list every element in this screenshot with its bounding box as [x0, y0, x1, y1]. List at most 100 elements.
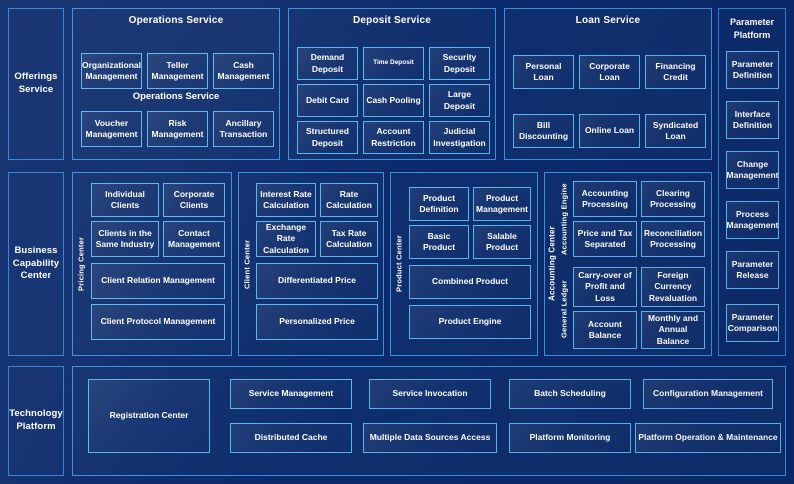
card-client-relation-management[interactable]: Client Relation Management: [91, 263, 225, 299]
card-judicial-investigation[interactable]: Judicial Investigation: [429, 121, 490, 154]
card-label: Product Definition: [419, 192, 459, 214]
card-basic-product[interactable]: Basic Product: [409, 225, 469, 259]
card-personal-loan[interactable]: Personal Loan: [513, 55, 574, 89]
card-price-and-tax-separated[interactable]: Price and Tax Separated: [573, 221, 637, 257]
group-client-center[interactable]: Client Center Interest Rate Calculation …: [238, 172, 384, 356]
card-account-balance[interactable]: Account Balance: [573, 311, 637, 349]
card-syndicated-loan[interactable]: Syndicated Loan: [645, 114, 706, 148]
card-label: Interest Rate Calculation: [260, 188, 312, 210]
card-clearing-processing[interactable]: Clearing Processing: [641, 181, 705, 217]
group-operations-service[interactable]: Operations Service Organizational Manage…: [72, 8, 280, 160]
card-label: Clients in the Same Industry: [95, 227, 155, 249]
card-organizational-management[interactable]: Organizational Management: [81, 53, 142, 89]
card-label: Multiple Data Sources Access: [369, 432, 491, 443]
card-parameter-comparison[interactable]: Parameter Comparison: [726, 304, 779, 342]
panel-parameter-platform[interactable]: Parameter Platform Parameter Definition …: [718, 8, 786, 356]
card-product-management[interactable]: Product Management: [473, 187, 531, 221]
card-corporate-clients[interactable]: Corporate Clients: [163, 183, 225, 217]
card-contact-management[interactable]: Contact Management: [163, 221, 225, 257]
card-large-deposit[interactable]: Large Deposit: [429, 84, 490, 117]
group-accounting-center[interactable]: Accounting Center Accounting Engine Gene…: [544, 172, 712, 356]
card-teller-management[interactable]: Teller Management: [147, 53, 208, 89]
row-label-technology-platform[interactable]: Technology Platform: [8, 366, 64, 476]
card-security-deposit[interactable]: Security Deposit: [429, 47, 490, 80]
group-deposit-service[interactable]: Deposit Service Demand Deposit Time Depo…: [288, 8, 496, 160]
row-label-offerings-service[interactable]: Offerings Service: [8, 8, 64, 160]
card-combined-product[interactable]: Combined Product: [409, 265, 531, 299]
card-label: Rate Calculation: [326, 188, 372, 210]
card-multiple-data-sources-access[interactable]: Multiple Data Sources Access: [363, 423, 497, 453]
card-corporate-loan[interactable]: Corporate Loan: [579, 55, 640, 89]
card-label: Judicial Investigation: [433, 126, 486, 148]
group-pricing-center[interactable]: Pricing Center Individual Clients Corpor…: [72, 172, 232, 356]
card-salable-product[interactable]: Salable Product: [473, 225, 531, 259]
card-label: Individual Clients: [105, 188, 145, 210]
card-label: Contact Management: [168, 227, 220, 249]
card-debit-card[interactable]: Debit Card: [297, 84, 358, 117]
card-label: Process Management: [726, 208, 779, 230]
card-accounting-processing[interactable]: Accounting Processing: [573, 181, 637, 217]
card-label: Configuration Management: [652, 388, 764, 399]
card-label: Product Management: [476, 192, 528, 214]
card-service-management[interactable]: Service Management: [230, 379, 352, 409]
card-voucher-management[interactable]: Voucher Management: [81, 111, 142, 147]
row-label-text: Technology Platform: [9, 408, 63, 432]
group-title-loan-service: Loan Service: [575, 15, 641, 26]
card-product-definition[interactable]: Product Definition: [409, 187, 469, 221]
card-label: Client Protocol Management: [100, 316, 216, 327]
card-configuration-management[interactable]: Configuration Management: [643, 379, 773, 409]
card-label: Parameter Comparison: [727, 311, 778, 333]
row-label-text: Offerings Service: [14, 71, 58, 95]
card-parameter-release[interactable]: Parameter Release: [726, 251, 779, 289]
card-platform-monitoring[interactable]: Platform Monitoring: [509, 423, 631, 453]
card-interface-definition[interactable]: Interface Definition: [726, 101, 779, 139]
card-time-deposit[interactable]: Time Deposit: [363, 47, 424, 80]
card-carry-over-of-profit-and-loss[interactable]: Carry-over of Profit and Loss: [573, 267, 637, 307]
card-tax-rate-calculation[interactable]: Tax Rate Calculation: [320, 221, 378, 257]
card-label: Tax Rate Calculation: [326, 227, 372, 249]
card-account-restriction[interactable]: Account Restriction: [363, 121, 424, 154]
card-distributed-cache[interactable]: Distributed Cache: [230, 423, 352, 453]
card-cash-pooling[interactable]: Cash Pooling: [363, 84, 424, 117]
card-structured-deposit[interactable]: Structured Deposit: [297, 121, 358, 154]
card-label: Change Management: [726, 158, 779, 180]
card-demand-deposit[interactable]: Demand Deposit: [297, 47, 358, 80]
parameter-platform-title-line2: Platform: [733, 30, 771, 41]
card-process-management[interactable]: Process Management: [726, 201, 779, 239]
group-loan-service[interactable]: Loan Service Personal Loan Corporate Loa…: [504, 8, 712, 160]
group-product-center[interactable]: Product Center Product Definition Produc…: [390, 172, 538, 356]
vertical-label-pricing-center: Pricing Center: [76, 236, 86, 292]
card-cash-management[interactable]: Cash Management: [213, 53, 274, 89]
card-label: Parameter Definition: [731, 58, 774, 80]
card-individual-clients[interactable]: Individual Clients: [91, 183, 159, 217]
card-label: Product Engine: [438, 316, 502, 327]
group-technology-platform[interactable]: Registration Center Service Management D…: [72, 366, 786, 476]
card-label: Personal Loan: [525, 60, 562, 82]
card-monthly-and-annual-balance[interactable]: Monthly and Annual Balance: [641, 311, 705, 349]
card-change-management[interactable]: Change Management: [726, 151, 779, 189]
card-personalized-price[interactable]: Personalized Price: [256, 304, 378, 340]
card-online-loan[interactable]: Online Loan: [579, 114, 640, 148]
card-bill-discounting[interactable]: Bill Discounting: [513, 114, 574, 148]
card-rate-calculation[interactable]: Rate Calculation: [320, 183, 378, 217]
card-product-engine[interactable]: Product Engine: [409, 305, 531, 339]
card-label: Clearing Processing: [650, 187, 696, 209]
card-registration-center[interactable]: Registration Center: [88, 379, 210, 453]
card-differentiated-price[interactable]: Differentiated Price: [256, 263, 378, 299]
card-reconciliation-processing[interactable]: Reconciliation Processing: [641, 221, 705, 257]
card-foreign-currency-revaluation[interactable]: Foreign Currency Revaluation: [641, 267, 705, 307]
card-ancillary-transaction[interactable]: Ancillary Transaction: [213, 111, 274, 147]
card-financing-credit[interactable]: Financing Credit: [645, 55, 706, 89]
row-label-text: Business Capability Center: [12, 244, 60, 282]
card-risk-management[interactable]: Risk Management: [147, 111, 208, 147]
card-client-protocol-management[interactable]: Client Protocol Management: [91, 304, 225, 340]
card-interest-rate-calculation[interactable]: Interest Rate Calculation: [256, 183, 316, 217]
card-clients-in-the-same-industry[interactable]: Clients in the Same Industry: [91, 221, 159, 257]
card-exchange-rate-calculation[interactable]: Exchange Rate Calculation: [256, 221, 316, 257]
card-parameter-definition[interactable]: Parameter Definition: [726, 51, 779, 89]
card-service-invocation[interactable]: Service Invocation: [369, 379, 491, 409]
row-label-business-capability-center[interactable]: Business Capability Center: [8, 172, 64, 356]
card-platform-operation-and-maintenance[interactable]: Platform Operation & Maintenance: [635, 423, 781, 453]
card-batch-scheduling[interactable]: Batch Scheduling: [509, 379, 631, 409]
card-label: Large Deposit: [443, 89, 476, 111]
